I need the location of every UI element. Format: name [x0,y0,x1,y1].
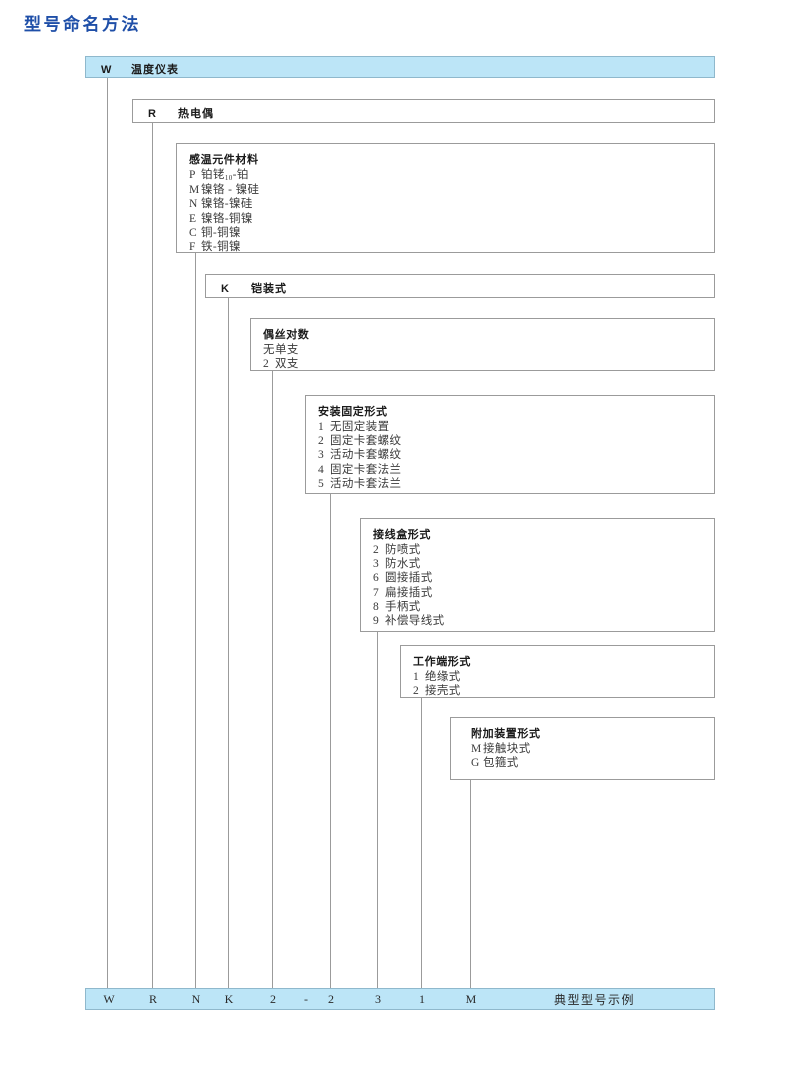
node-head-working-end-type: 工作端形式 [413,656,471,668]
node-code-k: K [221,283,230,295]
footer-cell-k: K [224,991,234,1006]
connector-line-r [152,123,153,994]
connector-line-w [107,78,108,994]
page-title: 型号命名方法 [24,15,141,34]
node-head-mounting-fixing-type: 安装固定形式 [318,406,388,418]
node-label-r: 热电偶 [178,108,214,120]
node-head-wire-pairs: 偶丝对数 [263,329,310,341]
connector-line-box [377,632,378,994]
footer-cell-w: W [103,991,115,1006]
footer-cell-n: N [191,991,201,1006]
footer-cell-pairs: 2 [270,991,276,1006]
node-construction-type: K 铠装式 [205,274,715,298]
node-sensor-type: R 热电偶 [132,99,715,123]
node-code-w: W [101,64,113,76]
node-head-additional-device-type: 附加装置形式 [471,728,541,740]
connector-line-end [421,698,422,994]
list-item: M镍铬 - 镍硅 [189,184,260,197]
footer-note: 典型型号示例 [554,992,636,1007]
footer-cell-dash: - [304,991,308,1006]
connector-line-extra [470,780,471,994]
footer-cell-r: R [148,991,157,1006]
connector-line-n [195,253,196,994]
footer-cell-box: 3 [375,991,381,1006]
footer-cell-extra: M [465,991,477,1006]
list-item: M接触块式 [471,743,531,755]
node-label-k: 铠装式 [251,283,287,295]
node-instrument-type: W 温度仪表 [85,56,715,78]
node-head-junction-box-type: 接线盒形式 [373,529,431,541]
node-label-w: 温度仪表 [131,64,179,76]
connector-line-pairs [272,371,273,994]
node-head-element-material: 感温元件材料 [189,154,259,166]
footer-cell-mount: 2 [328,991,334,1006]
connector-line-mount [330,494,331,994]
connector-line-k [228,298,229,994]
model-example-bar: W R N K 2 - 2 3 1 M 典型型号示例 [85,988,715,1010]
list-item: 无单支 [263,344,299,356]
footer-cell-end: 1 [419,991,425,1006]
node-code-r: R [148,108,157,120]
